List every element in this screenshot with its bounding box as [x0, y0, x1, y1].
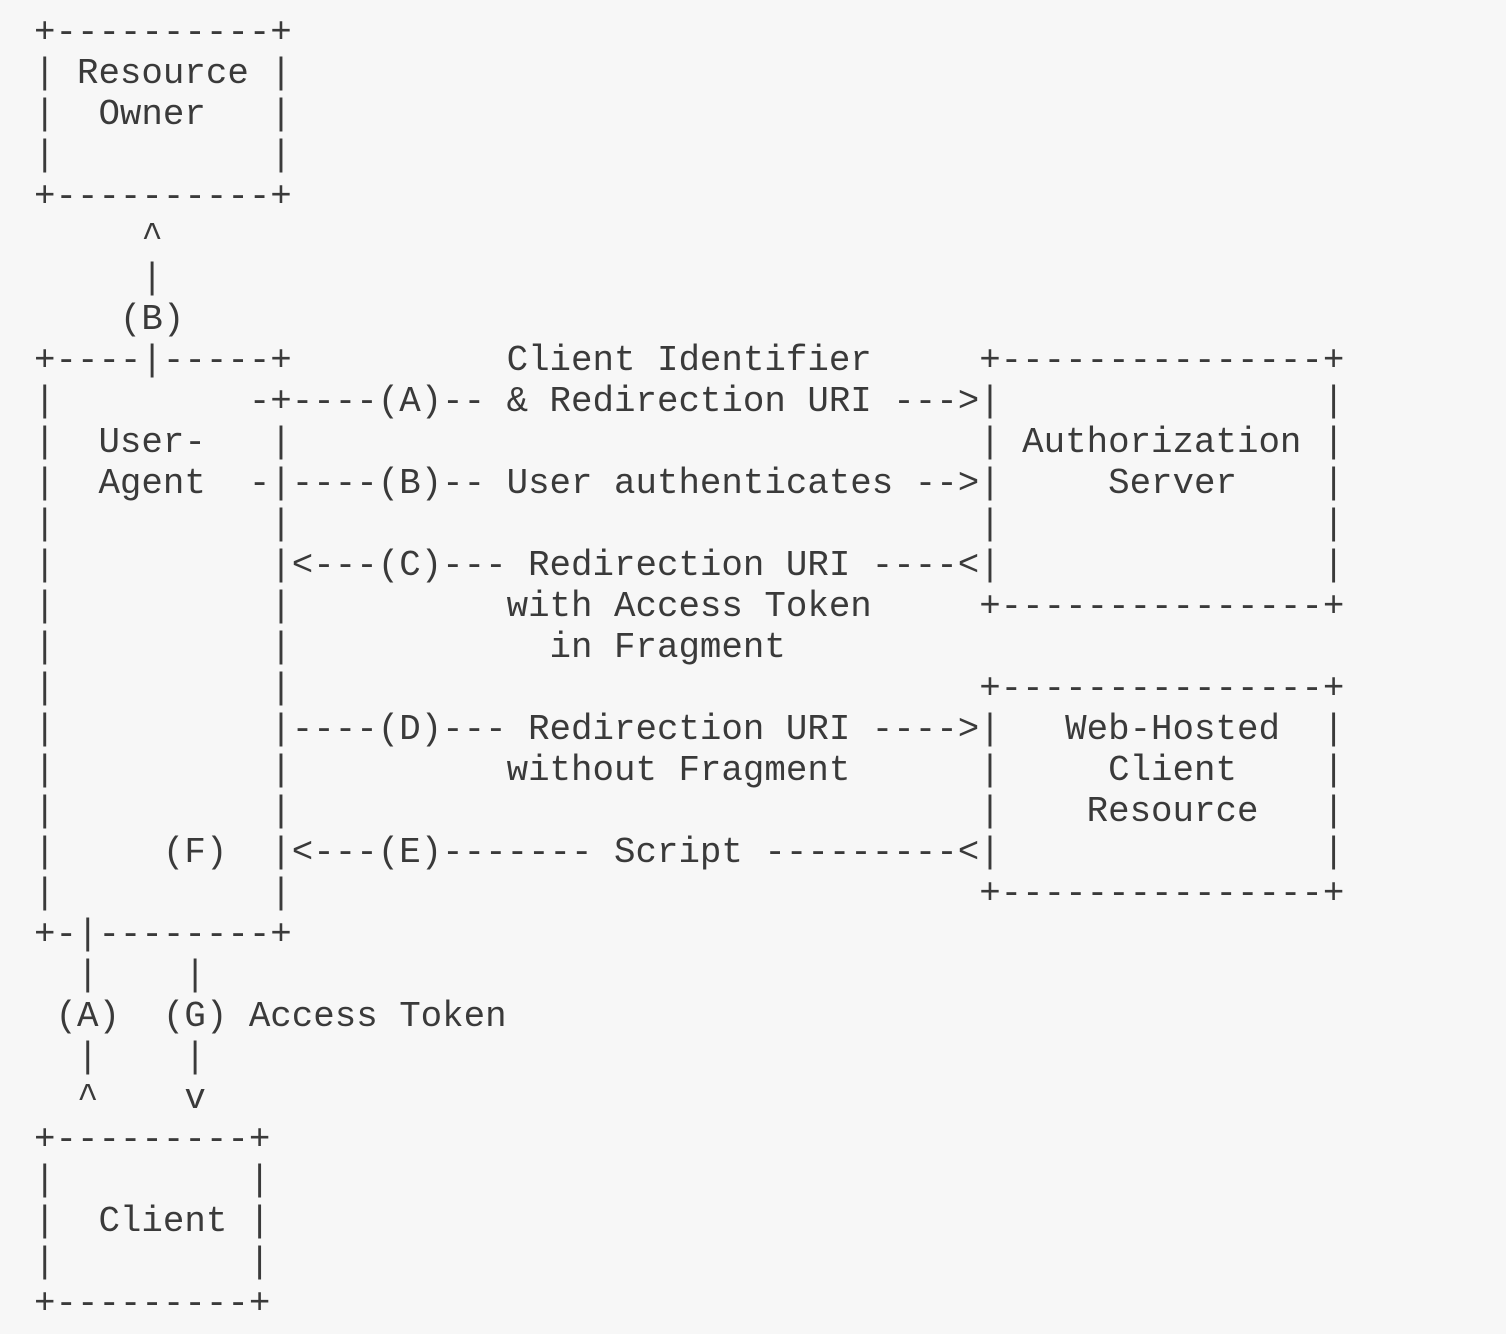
diagram-line: +---------+: [34, 1119, 271, 1160]
diagram-line: | | +---------------+: [34, 873, 1345, 914]
diagram-line: |: [34, 258, 163, 299]
diagram-line: | | | |: [34, 504, 1345, 545]
diagram-line: | |----(D)--- Redirection URI ---->| Web…: [34, 709, 1345, 750]
diagram-line: | |: [34, 955, 206, 996]
diagram-line: | | with Access Token +---------------+: [34, 586, 1345, 627]
diagram-line: | -+----(A)-- & Redirection URI --->| |: [34, 381, 1345, 422]
diagram-line: +----|-----+ Client Identifier +--------…: [34, 340, 1345, 381]
diagram-line: | |: [34, 135, 292, 176]
diagram-line: (A) (G) Access Token: [34, 996, 507, 1037]
diagram-line: (B): [34, 299, 185, 340]
diagram-line: | | without Fragment | Client |: [34, 750, 1345, 791]
diagram-line: +---------+: [34, 1283, 271, 1324]
diagram-line: +-|--------+: [34, 914, 292, 955]
diagram-line: | User- | | Authorization |: [34, 422, 1345, 463]
diagram-line: | Agent -|----(B)-- User authenticates -…: [34, 463, 1345, 504]
diagram-line: | |<---(C)--- Redirection URI ----<| |: [34, 545, 1345, 586]
diagram-line: +----------+: [34, 12, 292, 53]
diagram-line: | | in Fragment: [34, 627, 786, 668]
diagram-line: ^ v: [34, 1078, 206, 1119]
diagram-line: | |: [34, 1160, 271, 1201]
diagram-line: | |: [34, 1037, 206, 1078]
diagram-line: +----------+: [34, 176, 292, 217]
diagram-line: | | | Resource |: [34, 791, 1345, 832]
diagram-line: | Client |: [34, 1201, 271, 1242]
diagram-line: | |: [34, 1242, 271, 1283]
diagram-line: | (F) |<---(E)------- Script ---------<|…: [34, 832, 1345, 873]
diagram-line: | Resource |: [34, 53, 292, 94]
diagram-line: | | +---------------+: [34, 668, 1345, 709]
diagram-line: ^: [34, 217, 163, 258]
diagram-line: | Owner |: [34, 94, 292, 135]
